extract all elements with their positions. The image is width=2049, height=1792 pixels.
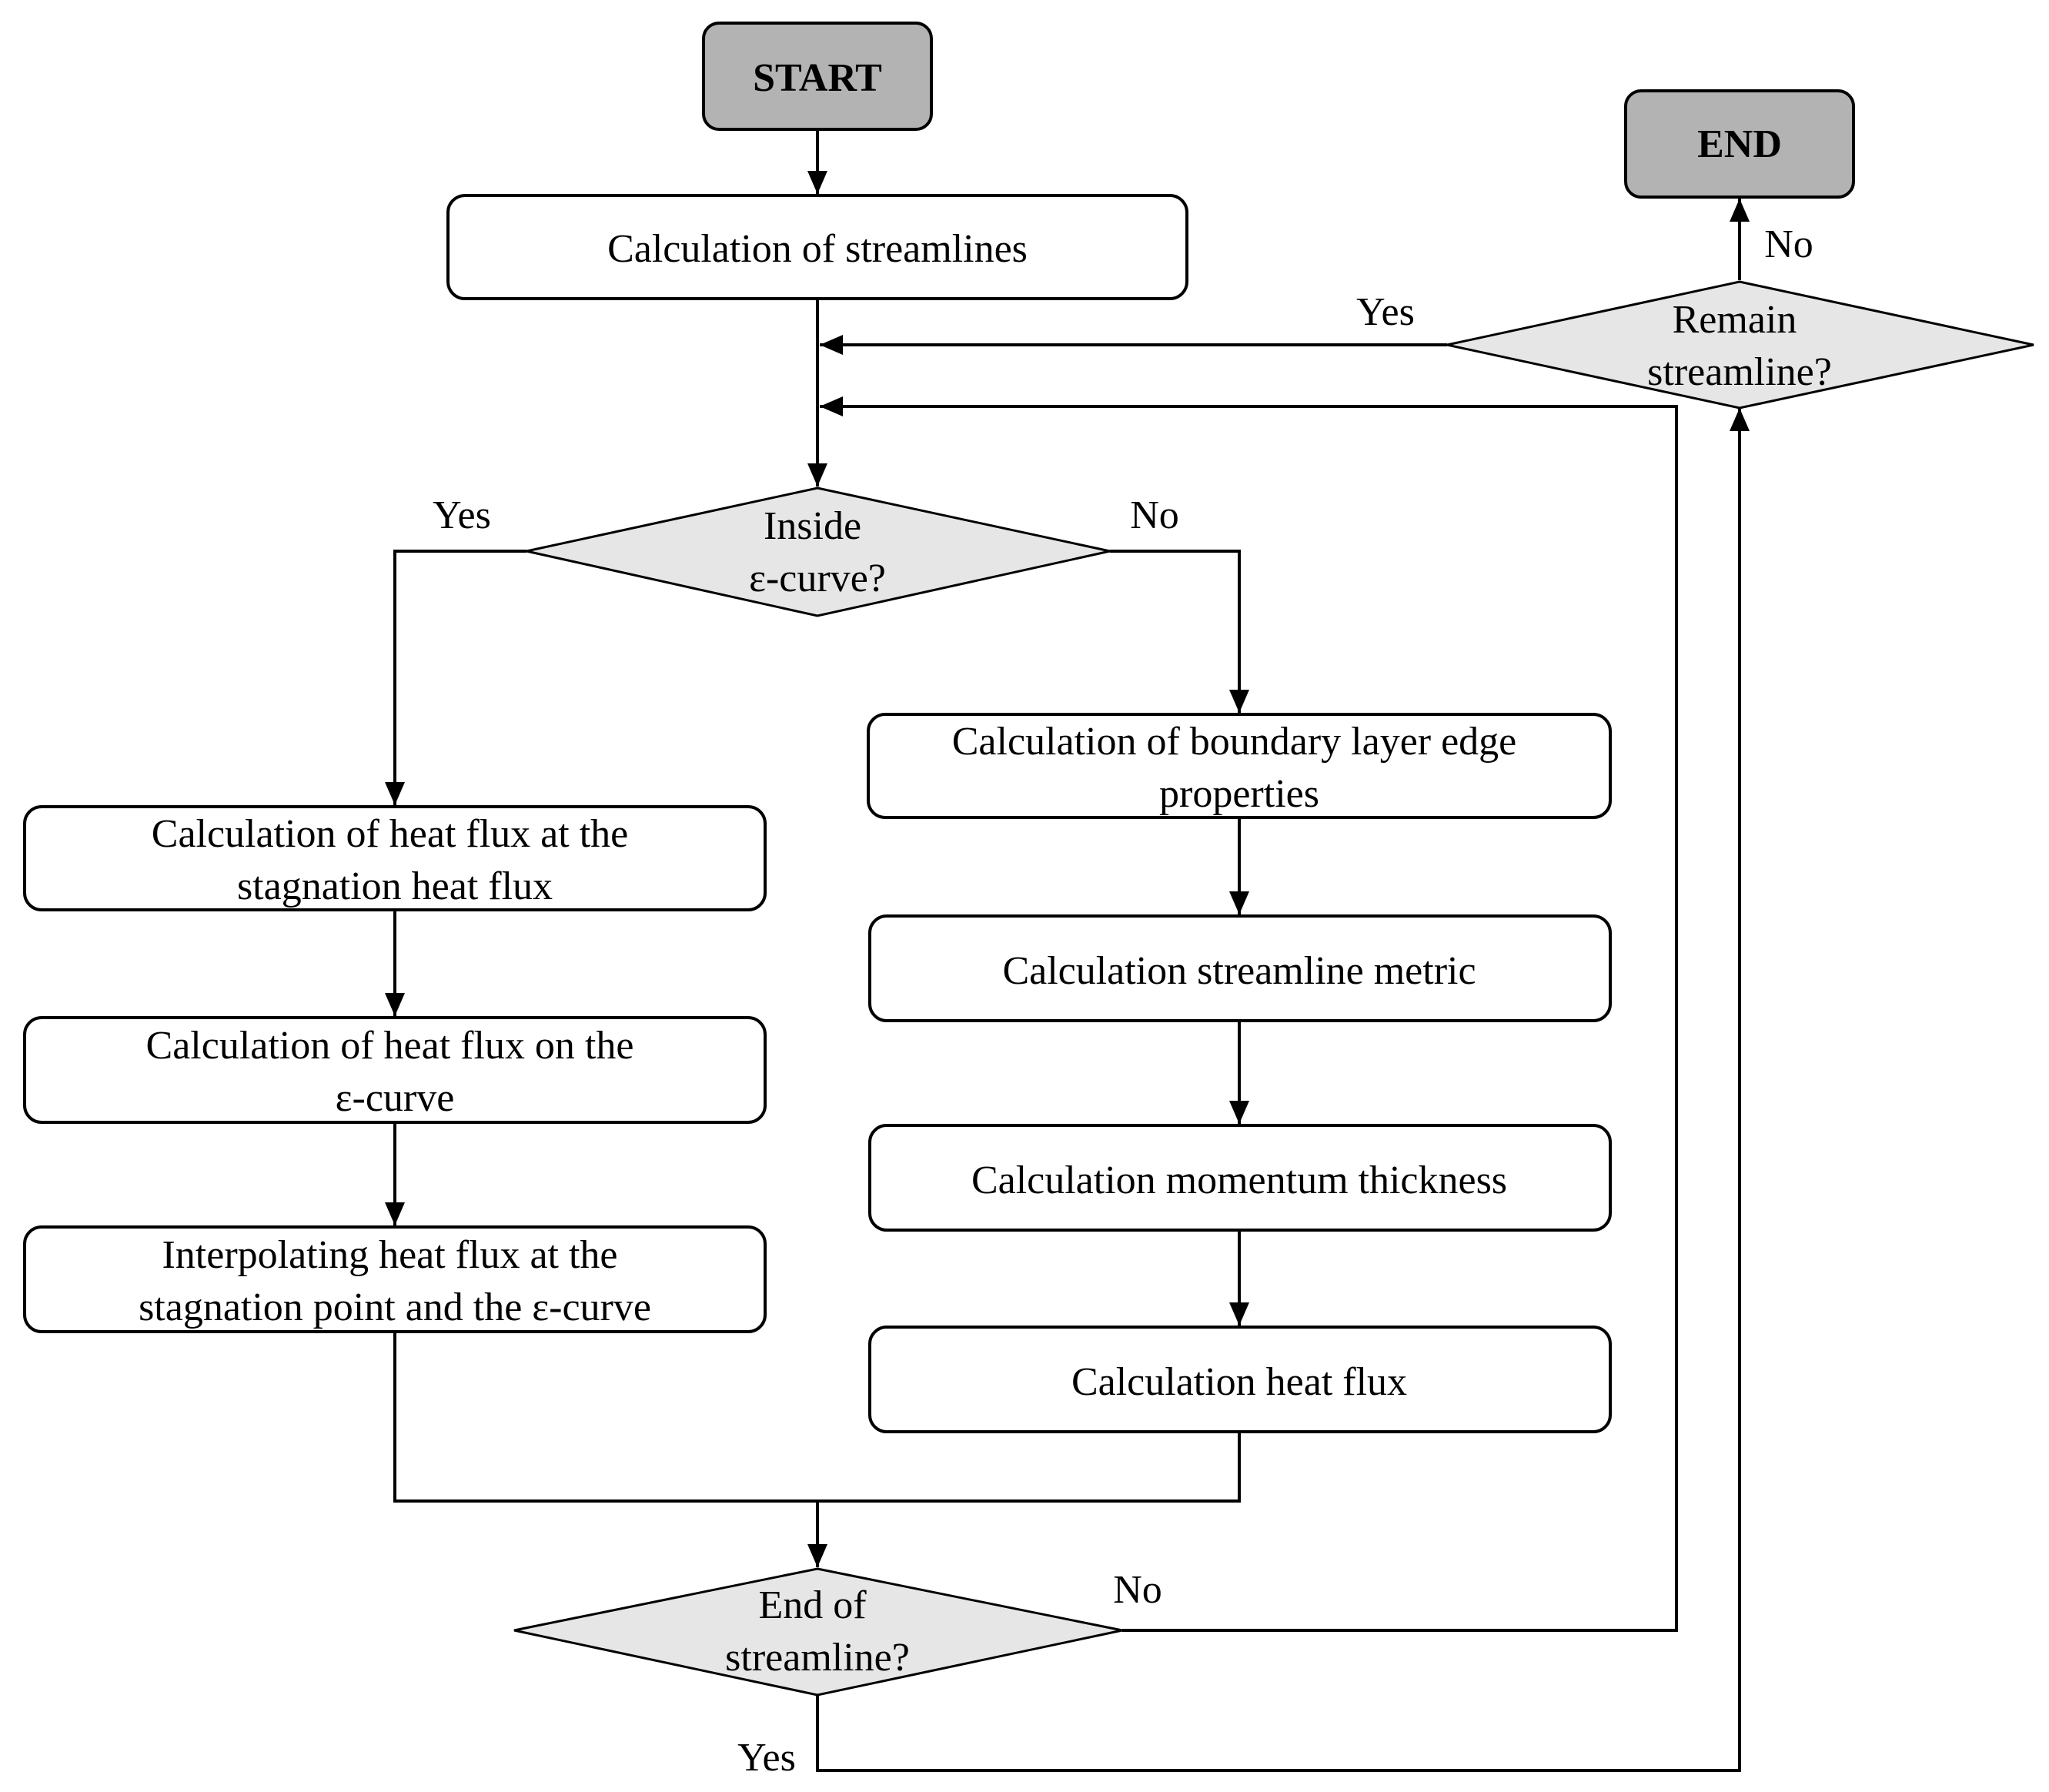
svg-text:Calculation momentum thickness: Calculation momentum thickness: [971, 1158, 1507, 1202]
process-heat-flux-curve-line-2: ε-curve: [336, 1076, 455, 1120]
decision-remain-streamline: Remain streamline?: [1446, 280, 2034, 410]
label-remain-no: No: [1764, 222, 1813, 266]
process-boundary-layer-line-2: properties: [1159, 772, 1319, 816]
arrow-inside-no: [1110, 550, 1249, 713]
start-label: START: [753, 56, 882, 100]
svg-text:End of streamline?: End of streamline?: [725, 1583, 910, 1680]
arrow-inside-yes: [385, 550, 526, 805]
decision-inside-curve-line-1: Inside: [764, 504, 861, 548]
svg-text:Interpolating heat flux at the: Interpolating heat flux at the stagnatio…: [139, 1233, 651, 1329]
connectors: [385, 131, 1750, 1772]
edge-labels: Yes No No Yes Yes No: [433, 222, 1813, 1780]
label-inside-yes: Yes: [433, 493, 491, 537]
svg-text:Calculation of streamlines: Calculation of streamlines: [607, 227, 1028, 271]
process-heat-flux-line-1: Calculation heat flux: [1071, 1360, 1407, 1404]
svg-text:Calculation heat flux: Calculation heat flux: [1071, 1360, 1407, 1404]
process-momentum-thickness: Calculation momentum thickness: [868, 1124, 1612, 1232]
process-heat-flux-stagnation-line-1: Calculation of heat flux at the: [152, 812, 628, 856]
arrow-end-of-streamline-yes: [816, 408, 1750, 1772]
process-boundary-layer: Calculation of boundary layer edge prope…: [867, 713, 1612, 819]
process-interpolating-line-2: stagnation point and the ε-curve: [139, 1285, 651, 1329]
process-momentum-thickness-line-1: Calculation momentum thickness: [971, 1158, 1507, 1202]
process-streamlines: Calculation of streamlines: [446, 194, 1188, 300]
decision-inside-curve-line-2: ε-curve?: [749, 557, 886, 600]
process-heat-flux-stagnation-line-2: stagnation heat flux: [237, 864, 553, 908]
process-interpolating-line-1: Interpolating heat flux at the: [162, 1233, 617, 1277]
svg-text:Remain streamline?: Remain streamline?: [1647, 298, 1832, 394]
decision-end-of-streamline-line-1: End of: [758, 1583, 867, 1627]
merge-left-branch: [393, 1332, 817, 1503]
svg-text:Calculation of heat flux on th: Calculation of heat flux on the ε-curve: [146, 1024, 644, 1120]
svg-text:Inside ε-curve?: Inside ε-curve?: [749, 504, 886, 600]
process-heat-flux-stagnation: Calculation of heat flux at the stagnati…: [23, 805, 767, 911]
label-inside-no: No: [1130, 493, 1179, 537]
label-remain-yes: Yes: [1356, 290, 1415, 334]
decision-remain-streamline-line-1: Remain: [1673, 298, 1797, 342]
decision-end-of-streamline: End of streamline?: [513, 1567, 1123, 1697]
end-terminal: END: [1624, 89, 1855, 199]
svg-text:Calculation of boundary layer: Calculation of boundary layer edge prope…: [952, 720, 1527, 816]
process-interpolating: Interpolating heat flux at the stagnatio…: [23, 1225, 767, 1333]
svg-text:Calculation streamline metric: Calculation streamline metric: [1002, 949, 1476, 993]
svg-text:Calculation of heat flux at th: Calculation of heat flux at the stagnati…: [152, 812, 638, 908]
process-heat-flux-curve-line-1: Calculation of heat flux on the: [146, 1024, 634, 1068]
process-heat-flux-curve: Calculation of heat flux on the ε-curve: [23, 1016, 767, 1124]
process-streamlines-line-1: Calculation of streamlines: [607, 227, 1028, 271]
process-heat-flux: Calculation heat flux: [868, 1326, 1612, 1433]
decision-end-of-streamline-line-2: streamline?: [725, 1636, 910, 1680]
arrow-end-of-streamline-no: [820, 396, 1678, 1632]
label-end-no: No: [1113, 1568, 1162, 1612]
process-streamline-metric: Calculation streamline metric: [868, 914, 1612, 1022]
merge-right-branch: [817, 1432, 1241, 1503]
decision-remain-streamline-line-2: streamline?: [1647, 350, 1832, 394]
process-streamline-metric-line-1: Calculation streamline metric: [1002, 949, 1476, 993]
decision-inside-curve: Inside ε-curve?: [526, 486, 1111, 617]
process-boundary-layer-line-1: Calculation of boundary layer edge: [952, 720, 1517, 764]
label-end-yes: Yes: [737, 1736, 796, 1780]
end-label: END: [1697, 122, 1782, 166]
start-terminal: START: [702, 22, 933, 131]
